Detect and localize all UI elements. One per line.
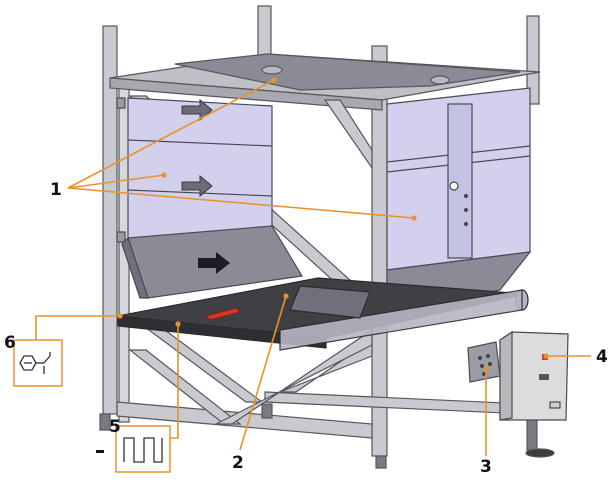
callout-1: 1	[50, 180, 62, 200]
control-cabinet	[499, 330, 569, 421]
leader-lines	[35, 79, 591, 456]
arrow-right-icon	[181, 98, 213, 198]
operator-keypad	[467, 341, 501, 383]
square-wave-icon	[115, 425, 171, 473]
sensor-panel-right	[386, 87, 532, 301]
callout-6: 6	[4, 333, 16, 353]
callout-5: 5	[109, 417, 121, 437]
callout-3: 3	[480, 457, 492, 477]
leader-dots	[117, 77, 549, 371]
arrow-right-icon	[198, 252, 230, 274]
edge-mark	[96, 450, 104, 453]
callout-4: 4	[596, 347, 608, 367]
inlet-hood	[121, 225, 303, 299]
conveyor-belt	[117, 277, 529, 351]
callout-2: 2	[232, 453, 244, 473]
photoelectric-sensor-icon	[13, 339, 63, 387]
